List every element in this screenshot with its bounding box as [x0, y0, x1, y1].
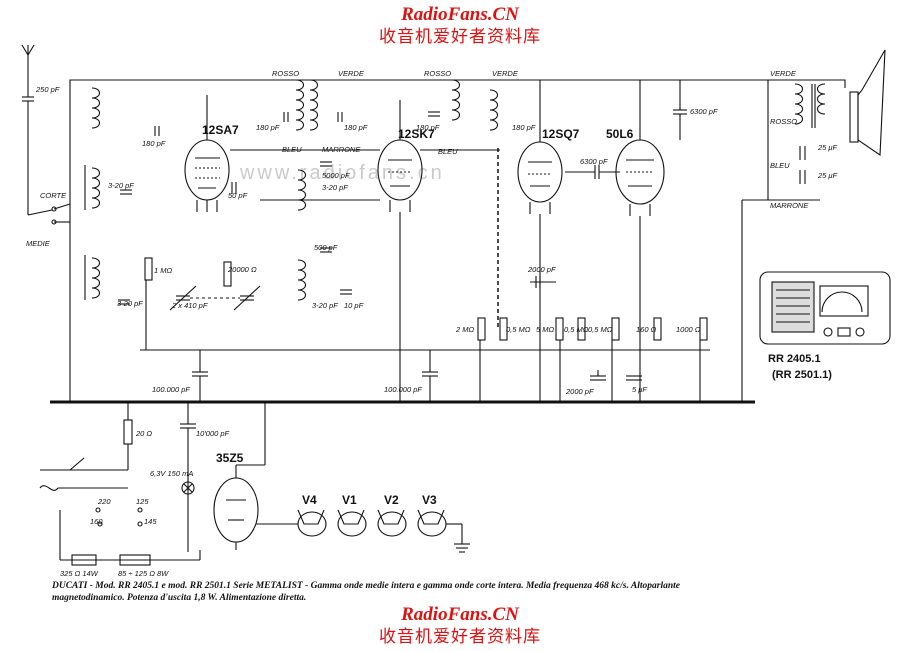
- cap-500-label: 500 pF: [314, 243, 338, 252]
- verde-label-1: VERDE: [338, 69, 365, 78]
- tube-v1-label: 12SA7: [202, 123, 239, 137]
- lamp-label: 6,3V 150 mA: [150, 469, 193, 478]
- speaker-icon: [849, 49, 886, 157]
- cap-25-label-2: 25 μF: [817, 171, 838, 180]
- tube-v3-label: 12SQ7: [542, 127, 580, 141]
- rosso-label-1: ROSSO: [272, 69, 299, 78]
- resistor-1m: [144, 257, 153, 281]
- coupling-caps: [565, 80, 687, 179]
- r1000-label: 1000 Ω: [676, 325, 701, 334]
- medie-label: MEDIE: [26, 239, 51, 248]
- model-label-2: (RR 2501.1): [772, 369, 832, 381]
- r1m-label: 1 MΩ: [154, 266, 173, 275]
- cap-2000-label-2: 2000 pF: [565, 387, 594, 396]
- watermark-header: RadioFans.CN 收音机爱好者资料库: [0, 4, 920, 48]
- oscillator-coil-group: [231, 161, 352, 301]
- v220-label: 220: [97, 497, 111, 506]
- power-switch-icon: [39, 457, 128, 491]
- tube-35z5-icon: [213, 402, 266, 550]
- cap-180-label-2: 180 pF: [256, 123, 280, 132]
- model-label-1: RR 2405.1: [768, 353, 821, 365]
- voltage-selector: [59, 507, 201, 566]
- watermark-brand-bottom: RadioFans.CN: [401, 604, 519, 625]
- cap-6300-label-1: 6300 pF: [580, 157, 608, 166]
- tube-12sa7-icon: [184, 95, 230, 212]
- r05b-label: 0,5 MΩ: [564, 325, 589, 334]
- bleu-label-3: BLEU: [770, 161, 790, 170]
- tube-12sq7-icon: [517, 80, 563, 214]
- r325-label: 325 Ω 14W: [60, 569, 99, 578]
- if-transformer-2: [428, 79, 499, 131]
- watermark-chinese: 收音机爱好者资料库: [379, 27, 541, 47]
- heater-v2-label: V2: [384, 493, 399, 507]
- r05c-label: 0,5 MΩ: [588, 325, 613, 334]
- r05m-label: 0,5 MΩ: [506, 325, 531, 334]
- ghost-watermark: www.radiofans.cn: [240, 162, 445, 184]
- tube-12sk7-icon: [377, 100, 423, 212]
- band-switch-icon: [27, 203, 71, 225]
- schematic-caption: DUCATI - Mod. RR 2405.1 e mod. RR 2501.1…: [52, 581, 680, 603]
- interconnect-wires: [145, 149, 701, 402]
- cap-6300-label-2: 6300 pF: [690, 107, 718, 116]
- heater-string-icon: [256, 509, 470, 553]
- cap-100k-label-2: 100.000 pF: [384, 385, 422, 394]
- trimmer-label-3: 3-20 pF: [322, 183, 348, 192]
- pilot-lamp-icon: [181, 481, 195, 495]
- if-transformer-1: [283, 79, 343, 131]
- cap-25-label-1: 25 μF: [817, 143, 838, 152]
- cap-100k-label-1: 100.000 pF: [152, 385, 190, 394]
- heater-v1-label: V1: [342, 493, 357, 507]
- radio-cabinet-icon: [759, 271, 891, 345]
- trimmer-cap-group: [118, 126, 160, 305]
- cap-180-label-5: 180 pF: [512, 123, 536, 132]
- heater-v4-label: V4: [302, 493, 317, 507]
- resistor-20: [123, 419, 133, 445]
- r2m-label: 2 MΩ: [455, 325, 475, 334]
- cap-180-label-3: 180 pF: [344, 123, 368, 132]
- rosso-label-3: ROSSO: [770, 117, 797, 126]
- verde-label-3: VERDE: [770, 69, 797, 78]
- tube-50l6-icon: [615, 80, 665, 216]
- r20-label: 20 Ω: [135, 429, 152, 438]
- r20k-label: 20000 Ω: [227, 265, 257, 274]
- antenna-coil-sw: [84, 87, 101, 300]
- cap-2000-label-1: 2000 pF: [527, 265, 556, 274]
- watermark-footer: RadioFans.CN 收音机爱好者资料库: [0, 604, 920, 648]
- trimmer-label-1: 3-20 pF: [108, 181, 134, 190]
- verde-label-2: VERDE: [492, 69, 519, 78]
- marrone-label-2: MARRONE: [770, 201, 809, 210]
- rosso-label-2: ROSSO: [424, 69, 451, 78]
- v125-label: 125: [136, 497, 149, 506]
- cap-10000-label: 10'000 pF: [196, 429, 230, 438]
- v145-label: 145: [144, 517, 157, 526]
- var-cap-label: 2 x 410 pF: [171, 301, 208, 310]
- variable-capacitor-icon: [169, 285, 261, 311]
- bleu-label-2: BLEU: [438, 147, 458, 156]
- r5m-label: 5 MΩ: [536, 325, 555, 334]
- tube-rect-label: 35Z5: [216, 451, 244, 465]
- corte-label: CORTE: [40, 191, 67, 200]
- cap-180-label-1: 180 pF: [142, 139, 166, 148]
- watermark-brand: RadioFans.CN: [401, 4, 519, 25]
- heater-v3-label: V3: [422, 493, 437, 507]
- antenna-icon: [21, 44, 35, 215]
- output-transformer: [741, 80, 826, 402]
- r160-label: 160 Ω: [636, 325, 657, 334]
- cap-180-label-4: 180 pF: [416, 123, 440, 132]
- antenna-cap-label: 250 pF: [35, 85, 60, 94]
- bypass-caps: [192, 350, 438, 402]
- r85-label: 85 ÷ 125 Ω 8W: [118, 569, 169, 578]
- cap-10-label: 10 pF: [344, 301, 364, 310]
- resistor-20k: [223, 261, 232, 287]
- v160-label: 160: [90, 517, 103, 526]
- trimmer-label-2: 3-20 pF: [117, 299, 143, 308]
- watermark-chinese-bottom: 收音机爱好者资料库: [379, 627, 541, 647]
- cap-50-label: 50 pF: [228, 191, 248, 200]
- cap-5000-label: 5000 pF: [322, 171, 350, 180]
- tube-v2-label: 12SK7: [398, 127, 435, 141]
- trimmer-label-4: 3-20 pF: [312, 301, 338, 310]
- tube-v4-label: 50L6: [606, 127, 634, 141]
